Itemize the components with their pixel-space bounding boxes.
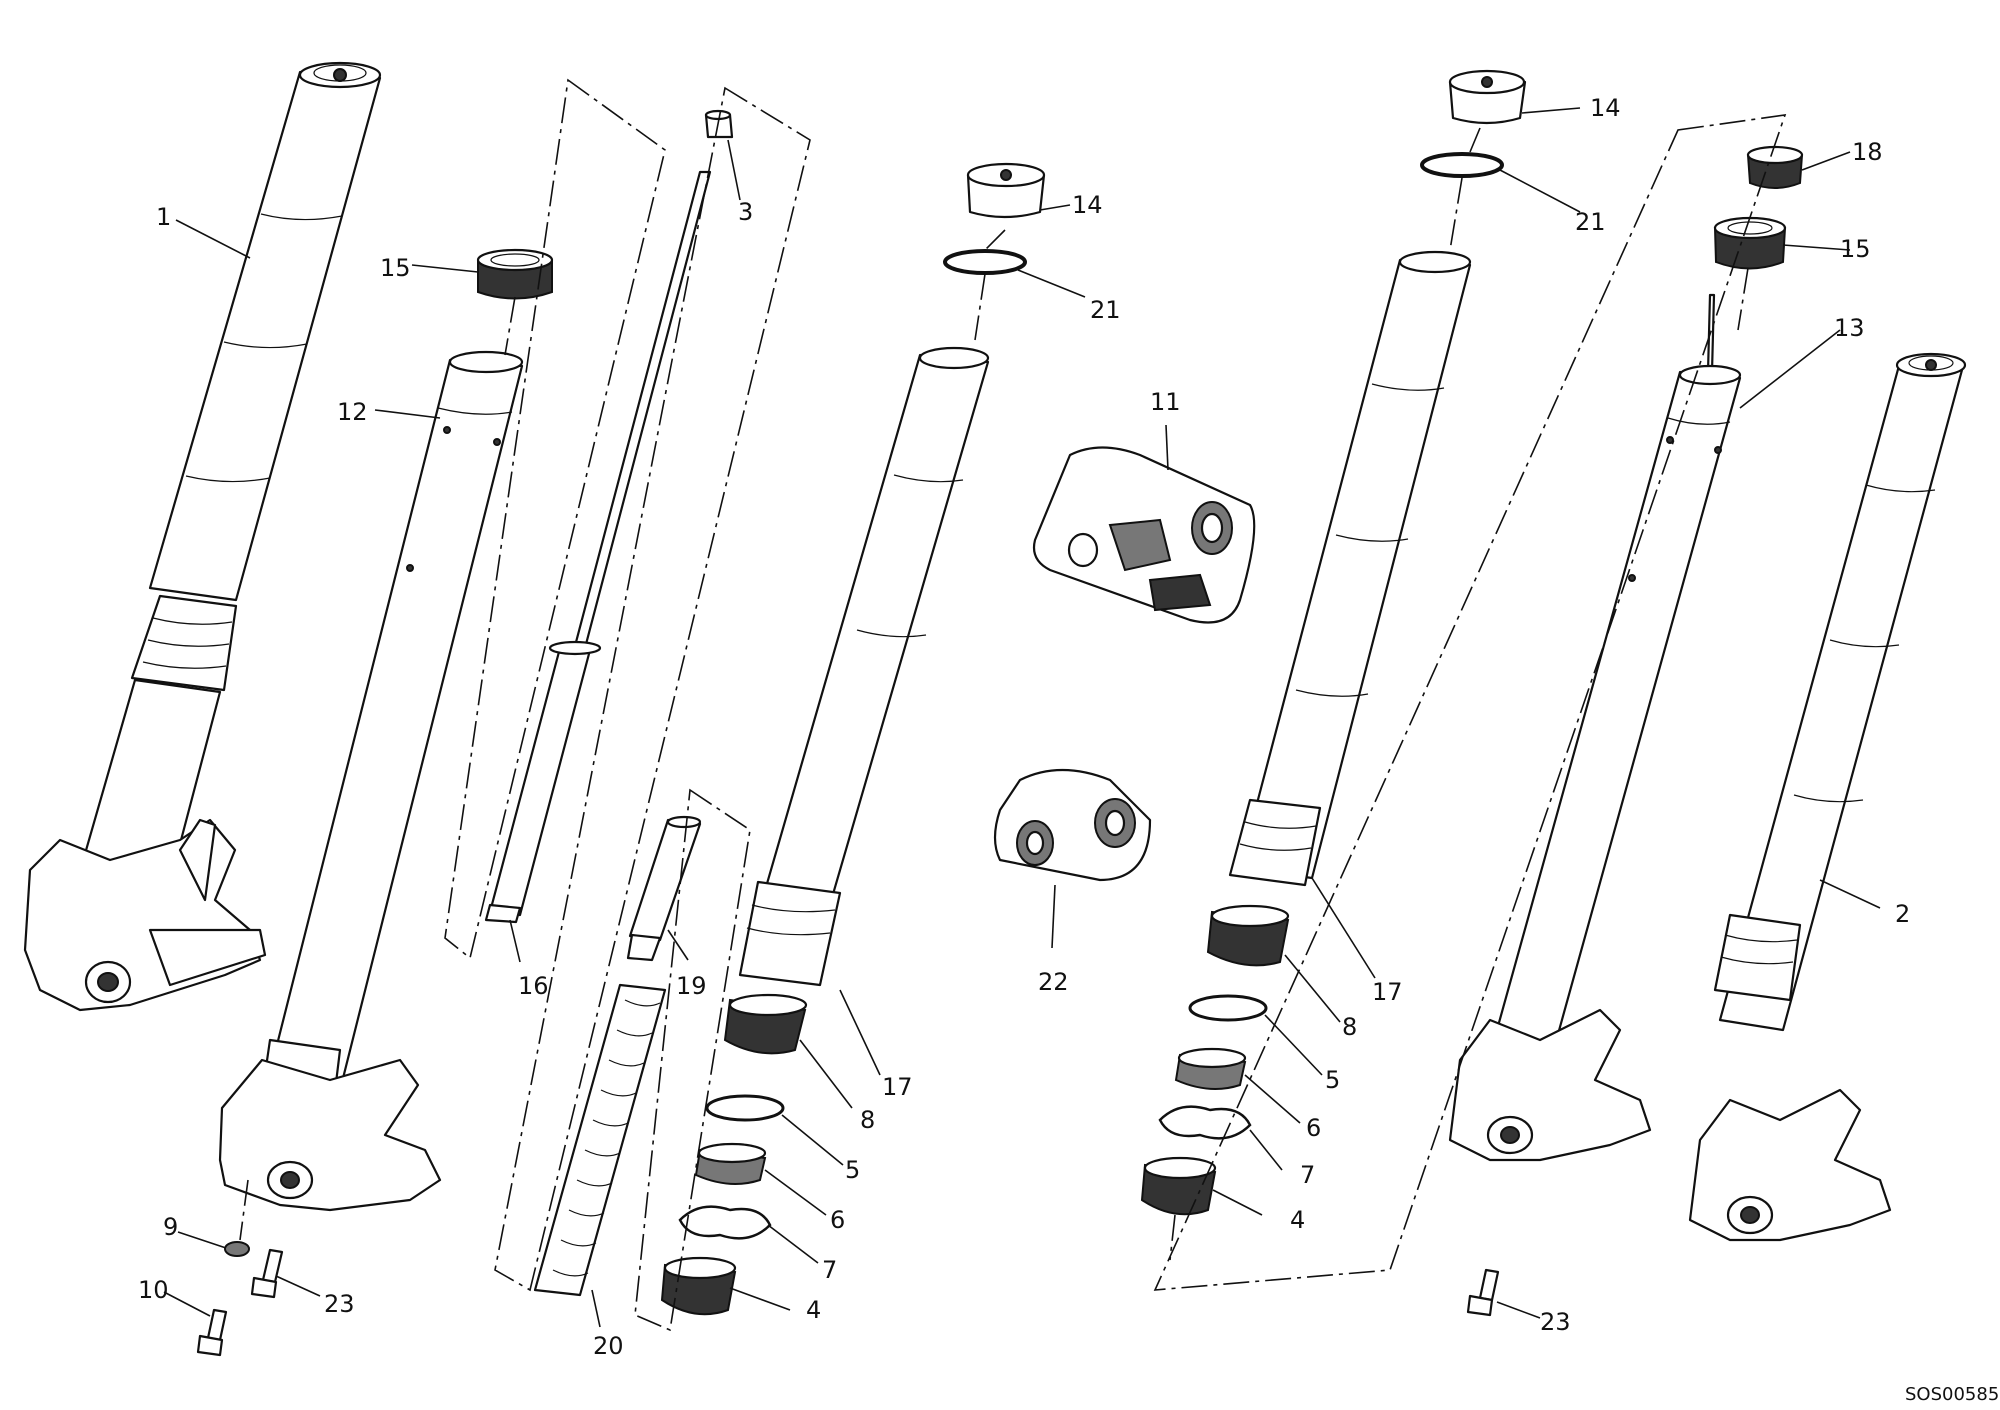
part-6-dust-seal-right	[1174, 1047, 1247, 1090]
part-16-damper-rod	[484, 170, 712, 924]
callout-13: 13	[1834, 314, 1865, 342]
callout-3: 3	[738, 198, 753, 226]
callout-11: 11	[1150, 388, 1181, 416]
part-5-washer-right	[1188, 994, 1268, 1022]
assembly-outlines	[239, 78, 1787, 1332]
callout-5-center: 5	[845, 1156, 860, 1184]
drawing-code: SOS00585	[1905, 1384, 1999, 1405]
part-11-repair-kit	[1032, 446, 1256, 624]
part-4-seal-right	[1140, 1156, 1217, 1216]
callout-15-left: 15	[380, 254, 411, 282]
callout-17-right: 17	[1372, 978, 1403, 1006]
callout-17-center: 17	[882, 1073, 913, 1101]
part-14-cap-right	[1448, 69, 1527, 125]
callout-2: 2	[1895, 900, 1910, 928]
callout-7-center: 7	[822, 1256, 837, 1284]
part-4-seal-center	[660, 1256, 737, 1316]
callout-4-center: 4	[806, 1296, 821, 1324]
part-15-ring-left	[476, 248, 554, 300]
callout-5-right: 5	[1325, 1066, 1340, 1094]
part-8-seal-center	[723, 993, 808, 1055]
part-17-fork-tube-right	[1228, 250, 1472, 887]
part-2-fork-leg-right	[1688, 352, 1967, 1242]
callout-10: 10	[138, 1276, 169, 1304]
part-17-fork-tube-center	[738, 346, 990, 987]
part-12-fork-tube-left	[218, 350, 524, 1212]
callout-21-center: 21	[1090, 296, 1121, 324]
callout-labels: 1 15 12 3 16 19 20 9 10 23 14 21 17 8 5 …	[138, 94, 1910, 1360]
leader-lines	[163, 107, 1881, 1328]
callout-7-right: 7	[1300, 1161, 1315, 1189]
callout-16: 16	[518, 972, 549, 1000]
part-3-nut	[704, 109, 734, 139]
part-15-ring-right	[1713, 216, 1787, 270]
part-5-washer-center	[705, 1094, 785, 1122]
callout-6-right: 6	[1306, 1114, 1321, 1142]
part-7-clip-center	[678, 1205, 772, 1240]
callout-8-right: 8	[1342, 1013, 1357, 1041]
callout-14-right: 14	[1590, 94, 1621, 122]
callout-14-center: 14	[1072, 191, 1103, 219]
part-10-bolt	[196, 1308, 228, 1357]
part-9-washer	[224, 1241, 250, 1257]
callout-20: 20	[593, 1332, 624, 1360]
part-6-dust-seal-center	[694, 1142, 767, 1185]
part-18-ring	[1746, 145, 1804, 189]
callout-9: 9	[163, 1213, 178, 1241]
part-23-bolt-left	[250, 1248, 284, 1299]
part-22-seal-kit	[993, 768, 1152, 882]
callout-22: 22	[1038, 968, 1069, 996]
callout-23-left: 23	[324, 1290, 355, 1318]
part-21-oring-right	[1420, 152, 1504, 178]
part-21-oring-center	[943, 249, 1027, 275]
callout-1: 1	[156, 203, 171, 231]
callout-23-right: 23	[1540, 1308, 1571, 1336]
part-13-fork-tube-right	[1448, 293, 1742, 1162]
part-14-cap-center	[966, 162, 1046, 219]
callout-19: 19	[676, 972, 707, 1000]
part-19-spring-spacer	[626, 815, 702, 962]
part-23-bolt-right	[1466, 1268, 1500, 1317]
part-8-seal-right	[1206, 904, 1290, 967]
callout-21-right: 21	[1575, 208, 1606, 236]
part-1-fork-leg-left	[23, 61, 382, 1012]
part-7-clip-right	[1158, 1105, 1252, 1140]
part-20-fork-spring	[533, 983, 667, 1297]
callout-4-right: 4	[1290, 1206, 1305, 1234]
callout-18: 18	[1852, 138, 1883, 166]
callout-6-center: 6	[830, 1206, 845, 1234]
callout-8-center: 8	[860, 1106, 875, 1134]
callout-15-right: 15	[1840, 235, 1871, 263]
callout-12: 12	[337, 398, 368, 426]
